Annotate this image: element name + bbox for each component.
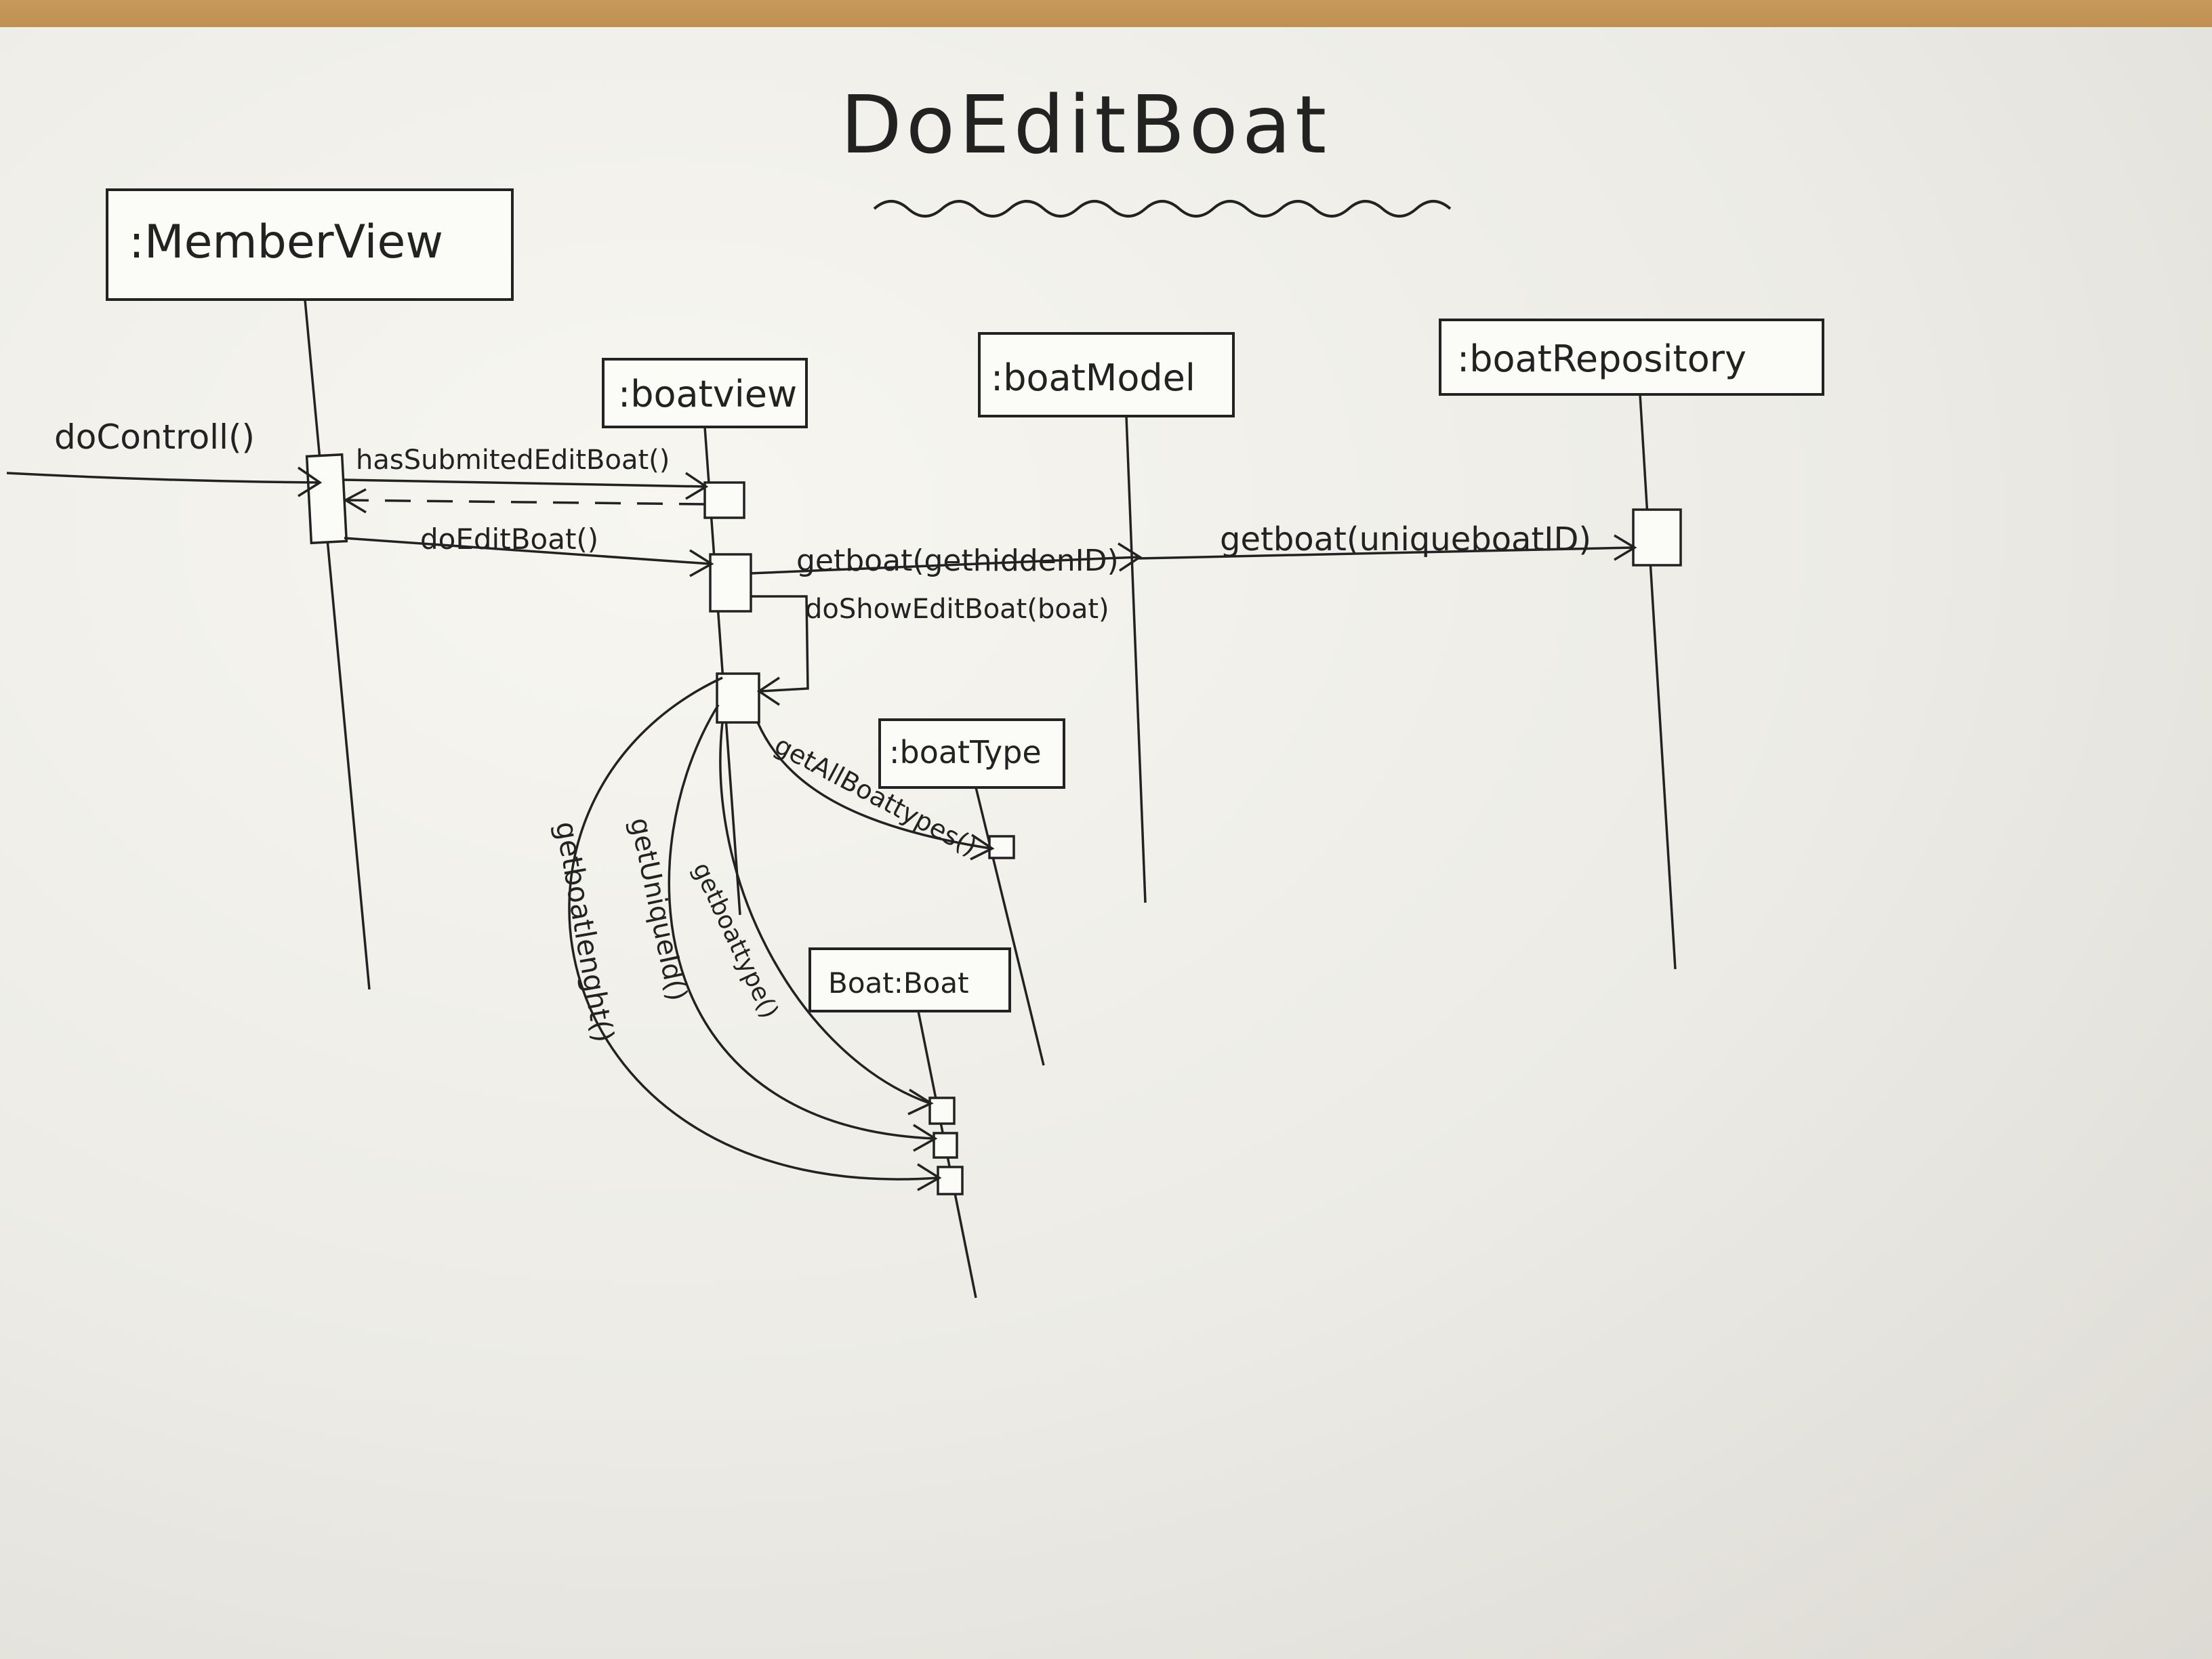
- message-do-show-edit-arrowhead: [756, 676, 780, 706]
- participant-member-view: :MemberView: [106, 188, 514, 990]
- boat-model-box: [978, 332, 1235, 417]
- boat-box: [808, 947, 1011, 1012]
- message-has-submited-arrowhead: [685, 472, 709, 500]
- message-get-unique-id-label: getUniqueId(): [623, 815, 693, 1004]
- message-get-boat-length-label: getboatlenght(): [549, 819, 621, 1045]
- participant-boat-model: :boatModel: [978, 332, 1235, 903]
- message-do-controll-line: [6, 472, 319, 484]
- boat-type-activation: [988, 835, 1015, 859]
- message-get-boat-hidden-line: [750, 556, 1139, 575]
- message-do-show-edit-line: [751, 595, 809, 693]
- participant-boat-repository: :boatRepository: [1439, 319, 1824, 970]
- boat-view-activation-1: [703, 481, 745, 519]
- message-do-controll-arrowhead: [298, 466, 323, 497]
- boat-repository-label: :boatRepository: [1457, 337, 1746, 380]
- boat-view-label: :boatview: [618, 373, 797, 415]
- message-do-controll: doControll(): [6, 417, 323, 497]
- message-get-boat-hidden: getboat(gethiddenID): [750, 542, 1143, 578]
- boat-type-lifeline: [975, 787, 1045, 1066]
- member-view-box: [106, 188, 514, 301]
- boat-label: Boat:Boat: [828, 966, 969, 1000]
- message-do-edit-boat-arrowhead: [689, 549, 714, 577]
- boat-repository-box: [1439, 319, 1824, 396]
- boat-repository-activation: [1632, 508, 1682, 567]
- participant-boat-type: :boatType: [878, 718, 1065, 1066]
- message-do-controll-label: doControll(): [54, 417, 255, 457]
- boat-model-label: :boatModel: [991, 356, 1195, 399]
- title-underline: [873, 200, 1452, 218]
- participant-boat: Boat:Boat: [808, 947, 1011, 1298]
- diagram-title: DoEditBoat: [840, 78, 1330, 171]
- message-get-boat-length-arrowhead: [917, 1163, 942, 1191]
- member-view-lifeline: [304, 299, 371, 990]
- message-get-boat-length-line: [568, 676, 939, 1181]
- message-get-boat-type-arrowhead: [907, 1088, 934, 1115]
- message-get-all-boat-types-arrowhead: [970, 834, 995, 861]
- message-get-boat-unique-line: [1138, 546, 1634, 560]
- message-get-boat-type-line: [719, 722, 930, 1105]
- member-view-activation: [305, 453, 348, 545]
- message-has-submited-return: [346, 499, 705, 506]
- message-has-submited: hasSubmitedEditBoat(): [343, 445, 709, 514]
- message-get-boat-unique-arrowhead: [1614, 534, 1637, 561]
- message-get-unique-id-arrowhead: [913, 1124, 938, 1152]
- member-view-label: :MemberView: [129, 216, 443, 269]
- message-do-edit-boat: doEditBoat(): [344, 523, 714, 577]
- message-get-boat-type-label: getboattype(): [687, 858, 783, 1023]
- boat-activation-3: [937, 1166, 964, 1195]
- boat-view-box: [602, 358, 808, 428]
- message-get-boat-unique: getboat(uniqueboatID): [1138, 520, 1637, 561]
- message-has-submited-return-arrowhead: [343, 488, 367, 514]
- message-get-all-boat-types-line: [756, 722, 991, 850]
- message-do-edit-boat-line: [344, 537, 711, 565]
- participant-boat-view: :boatview: [602, 358, 808, 916]
- boat-activation-1: [928, 1097, 956, 1125]
- message-get-unique-id-line: [668, 704, 935, 1140]
- message-do-show-edit-label: doShowEditBoat(boat): [805, 594, 1109, 625]
- boat-type-label: :boatType: [889, 734, 1042, 771]
- boat-repository-lifeline: [1639, 394, 1677, 970]
- boat-model-lifeline: [1125, 415, 1147, 903]
- message-has-submited-line: [344, 478, 705, 488]
- message-do-show-edit: doShowEditBoat(boat): [751, 594, 1109, 706]
- boat-view-activation-2: [709, 553, 752, 613]
- boat-type-box: [878, 718, 1065, 789]
- message-has-submited-label: hasSubmitedEditBoat(): [356, 445, 670, 476]
- boat-view-activation-3: [716, 672, 760, 724]
- boat-activation-2: [933, 1132, 958, 1159]
- message-get-boat-hidden-arrowhead: [1118, 542, 1143, 572]
